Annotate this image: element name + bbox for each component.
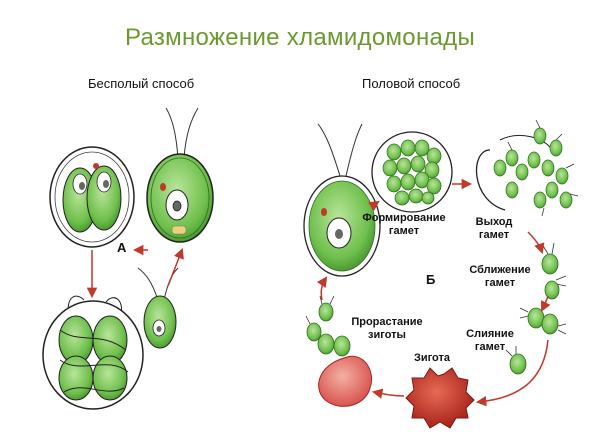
- label-gamete-fusion: Слияние гамет: [466, 328, 514, 353]
- label-zygote-germination: Прорастание зиготы: [351, 316, 423, 341]
- label-gamete-approach: Сближение гамет: [469, 264, 531, 289]
- label-zygote: Зигота: [413, 352, 451, 364]
- gamete-release-cell: [475, 119, 579, 217]
- asexual-daughter-cells: [42, 295, 144, 410]
- sexual-mother-cell: [303, 123, 381, 277]
- asexual-mother-cell: [146, 107, 214, 243]
- label-gamete-formation: Формирование гамет: [362, 212, 446, 237]
- asexual-letter: А: [117, 240, 127, 255]
- asexual-dividing-cell: [49, 146, 135, 248]
- arrow-sexual-5: [475, 339, 549, 407]
- label-gamete-release: Выход гамет: [475, 216, 513, 241]
- gamete-approach-cells: [541, 242, 567, 300]
- arrow-sexual-6: [371, 388, 405, 399]
- arrow-sexual-7: [316, 276, 328, 301]
- zygote-cell: [405, 367, 475, 429]
- gamete-formation-cell: [371, 131, 453, 213]
- asexual-zoospore: [137, 267, 179, 349]
- arrow-sexual-3: [527, 231, 545, 254]
- gamete-fusion-cells: [505, 307, 567, 375]
- arrow-sexual-4: [541, 295, 551, 312]
- asexual-heading: Бесполый способ: [88, 76, 195, 91]
- sexual-letter: Б: [426, 272, 436, 287]
- zygote-germination: [305, 295, 372, 407]
- sexual-heading: Половой способ: [362, 76, 461, 91]
- arrow-asexual-4: [167, 248, 184, 287]
- page-title: Размножение хламидомонады: [124, 24, 475, 51]
- arrow-sexual-1: [368, 200, 380, 212]
